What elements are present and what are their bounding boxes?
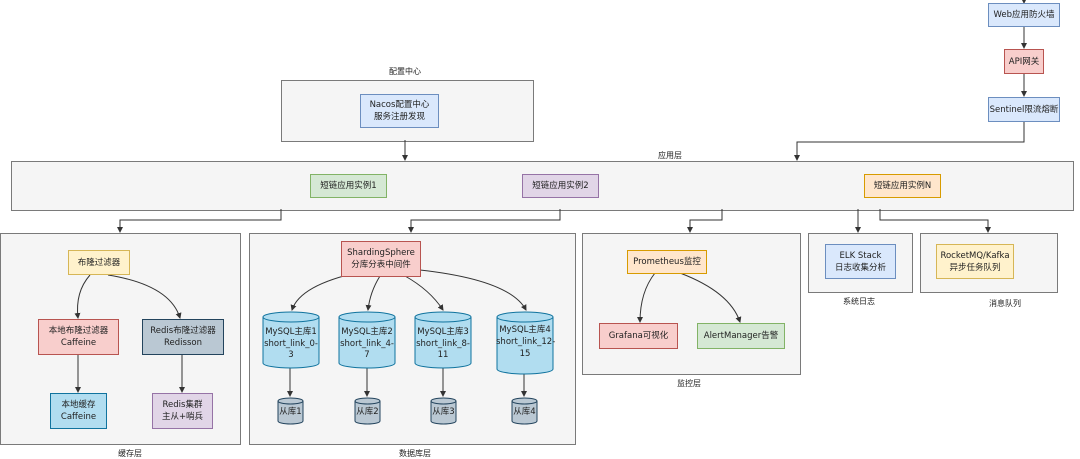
redis-bloom-line2: Redisson — [164, 338, 202, 348]
mysql-slave-2-label: 从库2 — [356, 407, 379, 417]
sharding-node[interactable]: ShardingSphere 分库分表中间件 — [341, 241, 421, 277]
nacos-label-line1: Nacos配置中心 — [369, 100, 430, 110]
mysql-slave-2-db[interactable]: 从库2 — [354, 397, 381, 425]
local-cache-line1: 本地缓存 — [61, 400, 96, 410]
db-cylinder-icon — [430, 397, 457, 425]
mysql-slave-3-db[interactable]: 从库3 — [430, 397, 457, 425]
config-center-title: 配置中心 — [389, 67, 421, 76]
mysql-slave-4-label: 从库4 — [513, 407, 536, 417]
monitor-layer-title: 监控层 — [677, 379, 701, 388]
db-cylinder-icon — [262, 311, 320, 369]
log-system-title: 系统日志 — [843, 297, 875, 306]
bloom-filter-label: 布隆过滤器 — [77, 257, 121, 268]
mysql-master-4-line1: MySQL主库4 — [499, 325, 551, 335]
sharding-line2: 分库分表中间件 — [351, 260, 411, 270]
app-instance-1-label: 短链应用实例1 — [320, 181, 377, 191]
mysql-slave-3-label: 从库3 — [432, 407, 455, 417]
app-instance-2-label: 短链应用实例2 — [532, 181, 589, 191]
app-instance-2-node[interactable]: 短链应用实例2 — [522, 174, 599, 198]
mysql-master-1-db[interactable]: MySQL主库1 short_link_0-3 — [262, 311, 320, 369]
mq-title: 消息队列 — [989, 299, 1021, 308]
sentinel-node[interactable]: Sentinel限流熔断 — [988, 97, 1060, 122]
local-cache-line2: Caffeine — [60, 412, 97, 422]
local-bloom-node[interactable]: 本地布隆过滤器 Caffeine — [38, 319, 119, 355]
db-cylinder-icon — [496, 311, 554, 375]
db-cylinder-icon — [338, 311, 396, 369]
alertmanager-node[interactable]: AlertManager告警 — [697, 323, 785, 349]
mysql-master-4-line3: 15 — [519, 349, 531, 359]
cache-layer-title: 缓存层 — [118, 449, 142, 458]
mysql-master-1-line2: short_link_0-3 — [264, 339, 318, 360]
mysql-master-2-line2: short_link_4-7 — [340, 339, 394, 360]
grafana-node[interactable]: Grafana可视化 — [599, 323, 678, 349]
db-layer-title: 数据库层 — [399, 449, 431, 458]
redis-cluster-line2: 主从+哨兵 — [161, 412, 204, 422]
app-instance-1-node[interactable]: 短链应用实例1 — [310, 174, 387, 198]
api-gateway-node[interactable]: API网关 — [1004, 49, 1044, 74]
waf-node[interactable]: Web应用防火墙 — [988, 3, 1060, 27]
mysql-slave-1-db[interactable]: 从库1 — [277, 397, 304, 425]
local-bloom-line2: Caffeine — [60, 338, 97, 348]
local-bloom-line1: 本地布隆过滤器 — [48, 326, 109, 336]
mysql-master-3-line2: short_link_8-11 — [416, 339, 470, 360]
nacos-label-line2: 服务注册发现 — [373, 112, 425, 122]
app-instance-n-label: 短链应用实例N — [873, 181, 932, 191]
mysql-master-2-line1: MySQL主库2 — [341, 327, 393, 337]
bloom-filter-node[interactable]: 布隆过滤器 — [68, 250, 130, 275]
redis-cluster-line1: Redis集群 — [162, 400, 203, 410]
mysql-master-2-db[interactable]: MySQL主库2 short_link_4-7 — [338, 311, 396, 369]
api-gateway-label: API网关 — [1008, 56, 1040, 67]
mysql-master-1-line1: MySQL主库1 — [265, 327, 317, 337]
prometheus-node[interactable]: Prometheus监控 — [627, 250, 707, 274]
grafana-label: Grafana可视化 — [608, 331, 669, 341]
mysql-master-4-line2: short_link_12- — [496, 337, 556, 347]
redis-bloom-line1: Redis布隆过滤器 — [150, 326, 216, 336]
db-cylinder-icon — [511, 397, 538, 425]
redis-bloom-node[interactable]: Redis布隆过滤器 Redisson — [142, 319, 224, 355]
db-cylinder-icon — [354, 397, 381, 425]
prometheus-label: Prometheus监控 — [633, 257, 701, 267]
db-cylinder-icon — [277, 397, 304, 425]
elk-line2: 日志收集分析 — [834, 262, 886, 273]
nacos-node[interactable]: Nacos配置中心 服务注册发现 — [360, 94, 439, 128]
mq-node[interactable]: RocketMQ/Kafka 异步任务队列 — [936, 244, 1014, 279]
redis-cluster-node[interactable]: Redis集群 主从+哨兵 — [152, 393, 213, 429]
elk-node[interactable]: ELK Stack 日志收集分析 — [825, 244, 896, 279]
local-cache-node[interactable]: 本地缓存 Caffeine — [50, 393, 107, 429]
elk-line1: ELK Stack — [839, 250, 882, 261]
mq-line2: 异步任务队列 — [949, 262, 1001, 273]
sharding-line1: ShardingSphere — [347, 248, 415, 258]
mysql-master-3-db[interactable]: MySQL主库3 short_link_8-11 — [414, 311, 472, 369]
mysql-master-4-db[interactable]: MySQL主库4 short_link_12- 15 — [496, 311, 556, 375]
alertmanager-label: AlertManager告警 — [703, 331, 779, 341]
db-cylinder-icon — [414, 311, 472, 369]
sentinel-label: Sentinel限流熔断 — [989, 104, 1059, 115]
waf-label: Web应用防火墙 — [993, 10, 1055, 20]
mysql-slave-4-db[interactable]: 从库4 — [511, 397, 538, 425]
app-instance-n-node[interactable]: 短链应用实例N — [864, 174, 941, 198]
mysql-master-3-line1: MySQL主库3 — [417, 327, 469, 337]
mq-line1: RocketMQ/Kafka — [940, 250, 1010, 261]
app-layer-title: 应用层 — [658, 151, 682, 160]
mysql-slave-1-label: 从库1 — [279, 407, 302, 417]
